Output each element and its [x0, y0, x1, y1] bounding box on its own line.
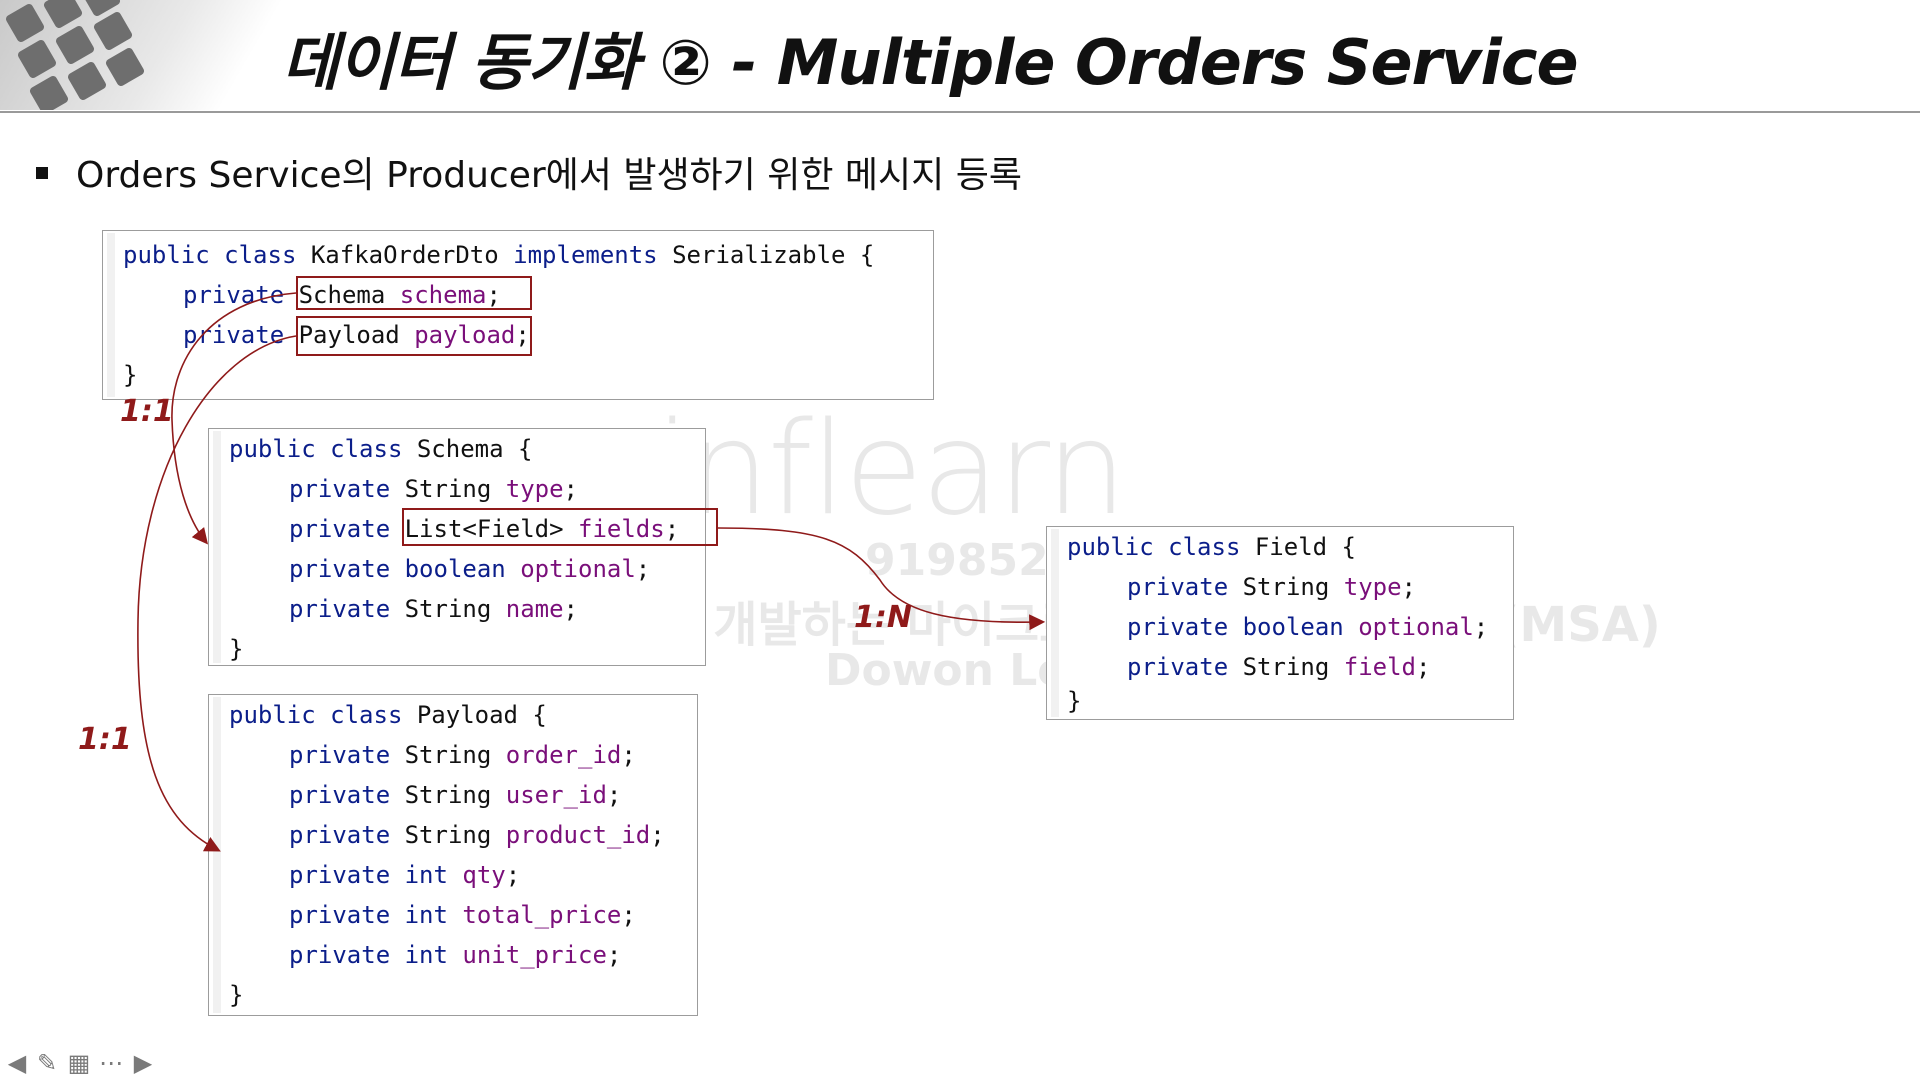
field-name: optional [520, 555, 636, 583]
closing-brace: } [123, 361, 138, 389]
code-text: ; [664, 515, 680, 543]
more-icon[interactable]: ⋯ [99, 1049, 123, 1077]
type-name: int [390, 901, 463, 929]
keyword: private [1127, 613, 1229, 641]
field-name: total_price [462, 901, 622, 929]
field-name: schema [399, 281, 487, 309]
keyword: public class [229, 701, 403, 729]
field-name: payload [414, 321, 516, 349]
field-name: type [1343, 573, 1402, 601]
keyword: private [1127, 653, 1229, 681]
kafka-order-dto-code-box: public class KafkaOrderDto implements Se… [102, 230, 934, 400]
field-name: order_id [505, 741, 622, 769]
slide-title: 데이터 동기화 ② - Multiple Orders Service [282, 26, 1579, 99]
type-name: Payload [298, 321, 415, 349]
keyword: private [289, 741, 391, 769]
keyword: public class [229, 435, 403, 463]
code-text: ; [621, 901, 636, 929]
keyword: private [289, 515, 391, 543]
watermark-number: 919852 [865, 535, 1049, 586]
type-name: String [1228, 653, 1344, 681]
keyword: private [289, 555, 391, 583]
keyword: private [289, 595, 391, 623]
type-name: String [390, 781, 506, 809]
next-arrow-icon[interactable]: ▶ [133, 1049, 153, 1077]
keyword: public class [123, 241, 297, 269]
type-name: boolean [390, 555, 521, 583]
type-name: String [390, 475, 506, 503]
class-name: Payload { [402, 701, 547, 729]
field-name: user_id [505, 781, 607, 809]
type-name: String [390, 741, 506, 769]
field-name: qty [462, 861, 506, 889]
field-name: fields [578, 515, 665, 543]
code-text: ; [621, 741, 636, 769]
keyword: public class [1067, 533, 1241, 561]
type-name: Schema [298, 281, 400, 309]
code-text: ; [505, 861, 521, 889]
field-name: type [505, 475, 564, 503]
code-text: Serializable { [657, 241, 875, 269]
keyword: private [289, 821, 391, 849]
payload-highlight [296, 316, 532, 356]
keyboard-image [0, 0, 290, 110]
keyword: private [289, 861, 391, 889]
fields-relation-label: 1:N [854, 600, 912, 635]
keyword: private [183, 321, 285, 349]
field-name: product_id [505, 821, 651, 849]
schema-relation-label: 1:1 [120, 394, 174, 429]
class-name: Field { [1240, 533, 1356, 561]
code-text: ; [563, 595, 578, 623]
code-text: ; [563, 475, 578, 503]
keyword: private [289, 941, 391, 969]
keyword: private [289, 781, 391, 809]
schema-code-box: public class Schema { private String typ… [208, 428, 706, 666]
prev-arrow-icon[interactable]: ◀ [7, 1049, 27, 1077]
watermark-logo: inflearn [655, 395, 1127, 544]
type-name: String [1228, 573, 1344, 601]
slide-header: 데이터 동기화 ② - Multiple Orders Service [0, 0, 1920, 113]
code-text: ; [1416, 653, 1431, 681]
keyword: implements [513, 241, 658, 269]
field-name: name [505, 595, 564, 623]
code-text: ; [650, 821, 665, 849]
code-text: ; [515, 321, 530, 349]
fields-highlight [402, 508, 718, 546]
keyword: private [289, 475, 391, 503]
field-code-box: public class Field { private String type… [1046, 526, 1514, 720]
type-name: boolean [1228, 613, 1359, 641]
class-name: Schema { [402, 435, 533, 463]
pen-icon[interactable]: ✎ [36, 1049, 58, 1077]
class-name: KafkaOrderDto [296, 241, 514, 269]
code-text: ; [486, 281, 501, 309]
closing-brace: } [229, 981, 244, 1009]
type-name: int [390, 861, 463, 889]
slide-grid-icon[interactable]: ▦ [67, 1049, 91, 1077]
code-text: ; [1473, 613, 1489, 641]
code-text: ; [635, 555, 651, 583]
keyword: private [1127, 573, 1229, 601]
field-name: field [1343, 653, 1416, 681]
keyword: private [183, 281, 285, 309]
schema-highlight [296, 276, 532, 310]
closing-brace: } [229, 635, 244, 663]
type-name: String [390, 595, 506, 623]
code-text: ; [606, 781, 622, 809]
type-name: String [390, 821, 506, 849]
field-name: optional [1358, 613, 1474, 641]
closing-brace: } [1067, 687, 1082, 715]
field-name: unit_price [462, 941, 607, 969]
type-name: List<Field> [390, 515, 578, 543]
code-text: ; [1401, 573, 1416, 601]
bullet-text: Orders Service의 Producer에서 발생하기 위한 메시지 등… [76, 155, 1022, 196]
bullet-square-icon [36, 167, 48, 179]
payload-code-box: public class Payload { private String or… [208, 694, 698, 1016]
bullet-item: Orders Service의 Producer에서 발생하기 위한 메시지 등… [36, 146, 1022, 198]
payload-relation-label: 1:1 [78, 722, 132, 757]
type-name: int [390, 941, 463, 969]
code-text: ; [606, 941, 622, 969]
keyword: private [289, 901, 391, 929]
